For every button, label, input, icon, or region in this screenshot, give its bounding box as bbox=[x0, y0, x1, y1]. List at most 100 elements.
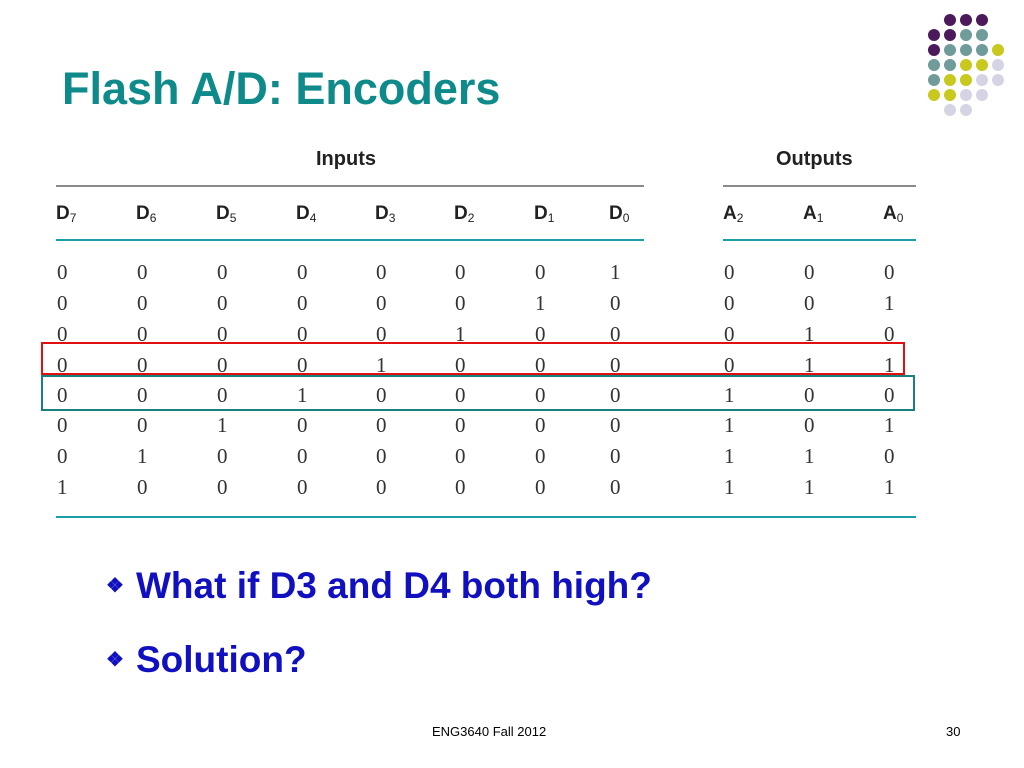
table-cell: 0 bbox=[804, 413, 815, 437]
column-header: D0 bbox=[609, 203, 630, 225]
table-cell: 1 bbox=[376, 353, 387, 377]
table-cell: 0 bbox=[455, 413, 466, 437]
table-cell: 0 bbox=[57, 413, 68, 437]
table-cell: 0 bbox=[804, 291, 815, 315]
table-cell: 0 bbox=[376, 475, 387, 499]
outputs-header-rule bbox=[723, 239, 916, 241]
table-cell: 0 bbox=[610, 353, 621, 377]
table-cell: 0 bbox=[376, 383, 387, 407]
table-cell: 0 bbox=[610, 444, 621, 468]
decorative-dot bbox=[944, 89, 956, 101]
slide-title: Flash A/D: Encoders bbox=[62, 63, 501, 114]
table-cell: 0 bbox=[57, 353, 68, 377]
table-cell: 0 bbox=[137, 383, 148, 407]
table-cell: 0 bbox=[297, 413, 308, 437]
column-header: D7 bbox=[56, 203, 77, 225]
table-cell: 0 bbox=[724, 353, 735, 377]
table-cell: 0 bbox=[535, 475, 546, 499]
decorative-dot bbox=[976, 29, 988, 41]
bullet-text: Solution? bbox=[136, 639, 307, 680]
table-cell: 0 bbox=[804, 383, 815, 407]
decorative-dot bbox=[944, 29, 956, 41]
table-cell: 0 bbox=[455, 444, 466, 468]
decorative-dot bbox=[960, 29, 972, 41]
decorative-dot bbox=[928, 29, 940, 41]
table-cell: 0 bbox=[297, 260, 308, 284]
outputs-top-rule bbox=[723, 185, 916, 187]
footer-page-number: 30 bbox=[946, 724, 961, 739]
table-cell: 0 bbox=[57, 322, 68, 346]
column-header: A2 bbox=[723, 203, 744, 225]
table-cell: 1 bbox=[724, 444, 735, 468]
decorative-dot bbox=[944, 74, 956, 86]
inputs-top-rule bbox=[56, 185, 644, 187]
diamond-bullet-icon: ❖ bbox=[106, 649, 124, 671]
table-cell: 1 bbox=[297, 383, 308, 407]
inputs-header-rule bbox=[56, 239, 644, 241]
decorative-dot bbox=[960, 89, 972, 101]
table-cell: 0 bbox=[610, 413, 621, 437]
decorative-dot bbox=[976, 59, 988, 71]
teal-highlight-box bbox=[41, 375, 915, 411]
table-cell: 0 bbox=[217, 291, 228, 315]
column-header: D2 bbox=[454, 203, 475, 225]
table-cell: 0 bbox=[217, 260, 228, 284]
decorative-dot bbox=[944, 14, 956, 26]
decorative-dot-grid bbox=[928, 14, 1008, 132]
column-header: D4 bbox=[296, 203, 317, 225]
decorative-dot bbox=[960, 74, 972, 86]
decorative-dot bbox=[992, 59, 1004, 71]
table-cell: 0 bbox=[610, 322, 621, 346]
table-cell: 0 bbox=[137, 353, 148, 377]
table-cell: 1 bbox=[884, 353, 895, 377]
table-bottom-rule bbox=[56, 516, 916, 518]
table-cell: 0 bbox=[297, 291, 308, 315]
table-cell: 0 bbox=[455, 383, 466, 407]
table-cell: 1 bbox=[804, 475, 815, 499]
table-cell: 0 bbox=[217, 322, 228, 346]
inputs-group-label: Inputs bbox=[316, 148, 376, 170]
red-highlight-box bbox=[41, 342, 905, 375]
table-cell: 1 bbox=[884, 475, 895, 499]
table-cell: 0 bbox=[137, 291, 148, 315]
table-cell: 0 bbox=[455, 475, 466, 499]
table-cell: 0 bbox=[297, 444, 308, 468]
table-cell: 1 bbox=[804, 322, 815, 346]
table-cell: 0 bbox=[57, 291, 68, 315]
column-header: D3 bbox=[375, 203, 396, 225]
table-cell: 1 bbox=[535, 291, 546, 315]
column-header: D1 bbox=[534, 203, 555, 225]
bullet-text: What if D3 and D4 both high? bbox=[136, 565, 652, 606]
table-cell: 0 bbox=[217, 444, 228, 468]
table-cell: 1 bbox=[455, 322, 466, 346]
decorative-dot bbox=[960, 14, 972, 26]
table-cell: 0 bbox=[57, 383, 68, 407]
decorative-dot bbox=[960, 104, 972, 116]
table-cell: 1 bbox=[724, 475, 735, 499]
table-cell: 1 bbox=[884, 291, 895, 315]
diamond-bullet-icon: ❖ bbox=[106, 575, 124, 597]
table-cell: 0 bbox=[535, 413, 546, 437]
table-cell: 0 bbox=[297, 475, 308, 499]
table-cell: 0 bbox=[724, 260, 735, 284]
table-cell: 0 bbox=[884, 260, 895, 284]
table-cell: 1 bbox=[137, 444, 148, 468]
table-cell: 0 bbox=[217, 383, 228, 407]
table-cell: 1 bbox=[217, 413, 228, 437]
decorative-dot bbox=[992, 44, 1004, 56]
table-cell: 0 bbox=[57, 444, 68, 468]
decorative-dot bbox=[944, 59, 956, 71]
table-cell: 0 bbox=[376, 291, 387, 315]
decorative-dot bbox=[928, 44, 940, 56]
column-header: D5 bbox=[216, 203, 237, 225]
table-cell: 0 bbox=[297, 353, 308, 377]
outputs-group-label: Outputs bbox=[776, 148, 853, 170]
table-cell: 0 bbox=[610, 475, 621, 499]
decorative-dot bbox=[928, 89, 940, 101]
table-cell: 0 bbox=[376, 444, 387, 468]
table-cell: 0 bbox=[724, 322, 735, 346]
bullet-item: ❖ What if D3 and D4 both high? bbox=[106, 565, 652, 607]
decorative-dot bbox=[960, 44, 972, 56]
table-cell: 0 bbox=[455, 260, 466, 284]
decorative-dot bbox=[976, 14, 988, 26]
